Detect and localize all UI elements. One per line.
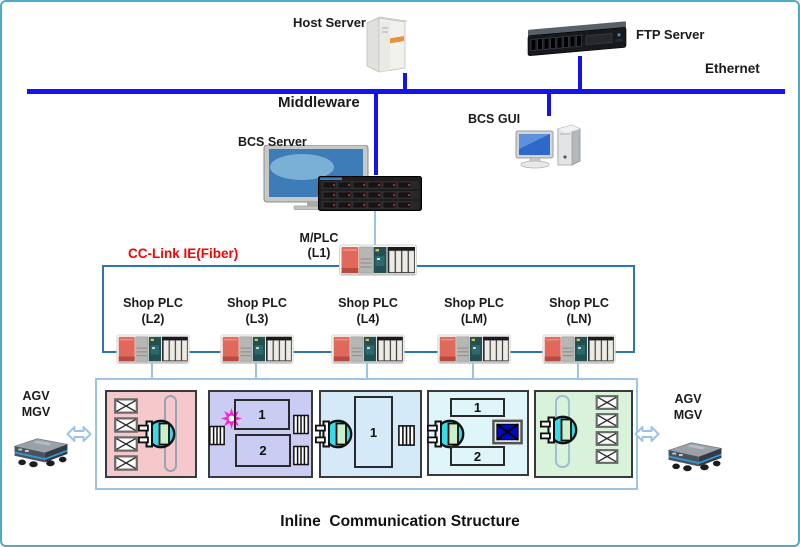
pallet-rack-icon bbox=[594, 431, 620, 446]
shop-plc-name: Shop PLC bbox=[123, 296, 183, 310]
shop-plc-name: Shop PLC bbox=[444, 296, 504, 310]
station-number: 1 bbox=[473, 400, 482, 415]
shop-plc-name: Shop PLC bbox=[549, 296, 609, 310]
station-box-2: 2 bbox=[235, 434, 291, 467]
conveyor-icon bbox=[293, 414, 309, 435]
shop-plc-icon bbox=[219, 334, 295, 365]
shop-plc-id: (L2) bbox=[141, 312, 165, 326]
station-number: 1 bbox=[258, 407, 266, 422]
shop-plc-id: (L3) bbox=[245, 312, 269, 326]
agv-mgv-label-right: AGV MGV bbox=[662, 391, 714, 423]
ftp-server-drop-line bbox=[578, 56, 582, 90]
agv-vehicle-icon-right bbox=[664, 438, 726, 472]
bcs-gui-pc-icon bbox=[514, 121, 584, 169]
pallet-rack-icon bbox=[594, 395, 620, 410]
bidirectional-arrow-right bbox=[634, 422, 660, 446]
shop-plc-id: (L4) bbox=[356, 312, 380, 326]
master-plc-id: (L1) bbox=[307, 246, 331, 260]
conveyor-icon bbox=[209, 425, 225, 446]
bcs-gui-label: BCS GUI bbox=[468, 112, 521, 126]
bcs-server-rack-icon bbox=[318, 176, 422, 212]
ethernet-label: Ethernet bbox=[705, 61, 760, 76]
agv-forklift-icon bbox=[315, 418, 355, 450]
host-server-icon bbox=[362, 13, 410, 75]
agv-label-line: AGV bbox=[22, 389, 50, 403]
station-number: 1 bbox=[369, 424, 378, 440]
pallet-rack-icon bbox=[114, 436, 138, 452]
bcs-to-mplc-line bbox=[374, 208, 376, 250]
conveyor-icon bbox=[293, 445, 309, 466]
middleware-label: Middleware bbox=[278, 94, 360, 111]
shop-plc-drop-line bbox=[255, 363, 257, 380]
bcs-server-label: BCS Server bbox=[238, 135, 307, 149]
shop-plc-id: (LM) bbox=[460, 312, 488, 326]
mgv-label-line: MGV bbox=[21, 405, 51, 419]
shop-plc-icon bbox=[436, 334, 512, 365]
master-plc-icon bbox=[339, 244, 417, 277]
bcs-gui-drop-line bbox=[547, 94, 551, 116]
shop-plc-group-ln: Shop PLC (LN) bbox=[539, 295, 619, 395]
conveyor-icon bbox=[398, 425, 415, 446]
agv-forklift-icon bbox=[138, 418, 178, 450]
station-box-1: 1 bbox=[354, 396, 393, 468]
pallet-rack-icon bbox=[114, 398, 138, 414]
pallet-rack-icon bbox=[114, 455, 138, 471]
shop-plc-group-l4: Shop PLC (L4) bbox=[328, 295, 408, 395]
station-box-2: 2 bbox=[450, 446, 505, 466]
production-cell-5 bbox=[534, 390, 633, 478]
agv-mgv-label-left: AGV MGV bbox=[10, 388, 62, 420]
shop-plc-icon bbox=[330, 334, 406, 365]
shop-plc-drop-line bbox=[577, 363, 579, 380]
shop-plc-group-l3: Shop PLC (L3) bbox=[217, 295, 297, 395]
dark-pallet-icon bbox=[492, 419, 523, 445]
pallet-rack-icon bbox=[594, 413, 620, 428]
shop-plc-name: Shop PLC bbox=[338, 296, 398, 310]
shop-plc-name: Shop PLC bbox=[227, 296, 287, 310]
shop-plc-drop-line bbox=[472, 363, 474, 380]
bcs-server-drop-line bbox=[374, 94, 378, 175]
production-cell-2: 1 2 bbox=[208, 390, 313, 478]
bidirectional-arrow-left bbox=[66, 422, 92, 446]
production-cell-3: 1 bbox=[319, 390, 422, 478]
shop-plc-icon bbox=[541, 334, 617, 365]
master-plc-label: M/PLC (L1) bbox=[296, 231, 342, 261]
ftp-server-icon bbox=[526, 21, 630, 59]
station-number: 2 bbox=[473, 448, 482, 464]
pallet-rack-icon bbox=[114, 417, 138, 433]
diagram-title: Inline Communication Structure bbox=[280, 513, 520, 530]
shop-plc-drop-line bbox=[366, 363, 368, 380]
production-cell-1 bbox=[105, 390, 197, 478]
host-server-drop-line bbox=[403, 73, 407, 90]
pallet-rack-icon bbox=[594, 449, 620, 464]
fieldbus-label: CC-Link IE(Fiber) bbox=[128, 246, 239, 261]
host-server-label: Host Server bbox=[293, 15, 366, 30]
station-number: 2 bbox=[259, 443, 267, 458]
shop-plc-drop-line bbox=[151, 363, 153, 380]
shop-plc-icon bbox=[115, 334, 191, 365]
shop-plc-group-l2: Shop PLC (L2) bbox=[113, 295, 193, 395]
agv-vehicle-icon-left bbox=[10, 434, 72, 468]
station-box-1: 1 bbox=[234, 399, 290, 430]
agv-forklift-icon bbox=[540, 414, 580, 446]
station-box-1: 1 bbox=[450, 398, 505, 417]
master-plc-name: M/PLC bbox=[299, 231, 339, 245]
agv-label-line: AGV bbox=[674, 392, 702, 406]
shop-plc-id: (LN) bbox=[566, 312, 592, 326]
ethernet-bus-line bbox=[27, 89, 785, 94]
production-cell-4: 1 2 bbox=[427, 390, 529, 476]
shop-plc-group-lm: Shop PLC (LM) bbox=[434, 295, 514, 395]
mgv-label-line: MGV bbox=[673, 408, 703, 422]
ftp-server-label: FTP Server bbox=[636, 27, 705, 42]
